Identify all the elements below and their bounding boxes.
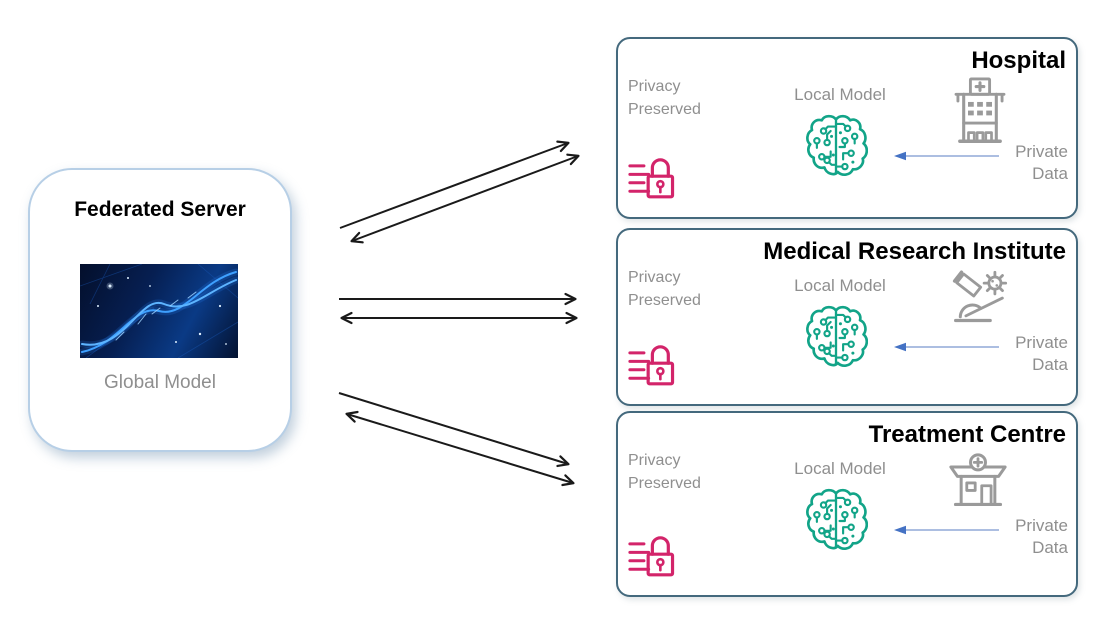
privacy-lock-icon [628,158,675,199]
client-title-medical-research-institute: Medical Research Institute [763,238,1066,265]
arrow-server-to-treatment [338,392,570,468]
private-data-arrow [894,525,999,535]
global-model-label: Global Model [104,372,216,393]
arrow-hospital-bidirectional [350,153,580,244]
private-data-arrow [894,151,999,161]
arrow-server-to-hospital [339,140,570,229]
private-data-label: Private Data [1015,142,1068,183]
private-data-label: Private Data [1015,516,1068,557]
privacy-lock-icon [628,536,675,577]
local-model-label: Local Model [794,276,886,295]
privacy-preserved-label: Privacy Preserved [628,269,701,309]
federated-server-box: Federated Server [28,168,292,452]
client-box-medical-research-institute: Medical Research Institute Privacy Prese… [616,228,1078,406]
arrow-treatment-bidirectional [345,410,575,487]
global-model-network-image [78,263,240,359]
microscope-virus-icon [952,270,1008,323]
privacy-preserved-label: Privacy Preserved [628,78,701,118]
private-data-arrow [894,342,999,352]
local-model-label: Local Model [794,85,886,104]
local-model-label: Local Model [794,459,886,478]
clinic-building-icon [949,453,1007,507]
server-title: Federated Server [74,198,246,221]
local-model-brain-circuit-icon [806,305,868,367]
client-box-treatment-centre: Treatment Centre Privacy Preserved Local… [616,411,1078,597]
local-model-brain-circuit-icon [806,488,868,550]
private-data-label: Private Data [1015,333,1068,374]
client-box-hospital: Hospital Privacy Preserved Local Model [616,37,1078,219]
client-title-treatment-centre: Treatment Centre [868,421,1066,448]
hospital-building-icon [954,77,1006,144]
local-model-brain-circuit-icon [806,114,868,176]
privacy-preserved-label: Privacy Preserved [628,452,701,492]
privacy-lock-icon [628,345,675,386]
client-title-hospital: Hospital [971,47,1066,74]
